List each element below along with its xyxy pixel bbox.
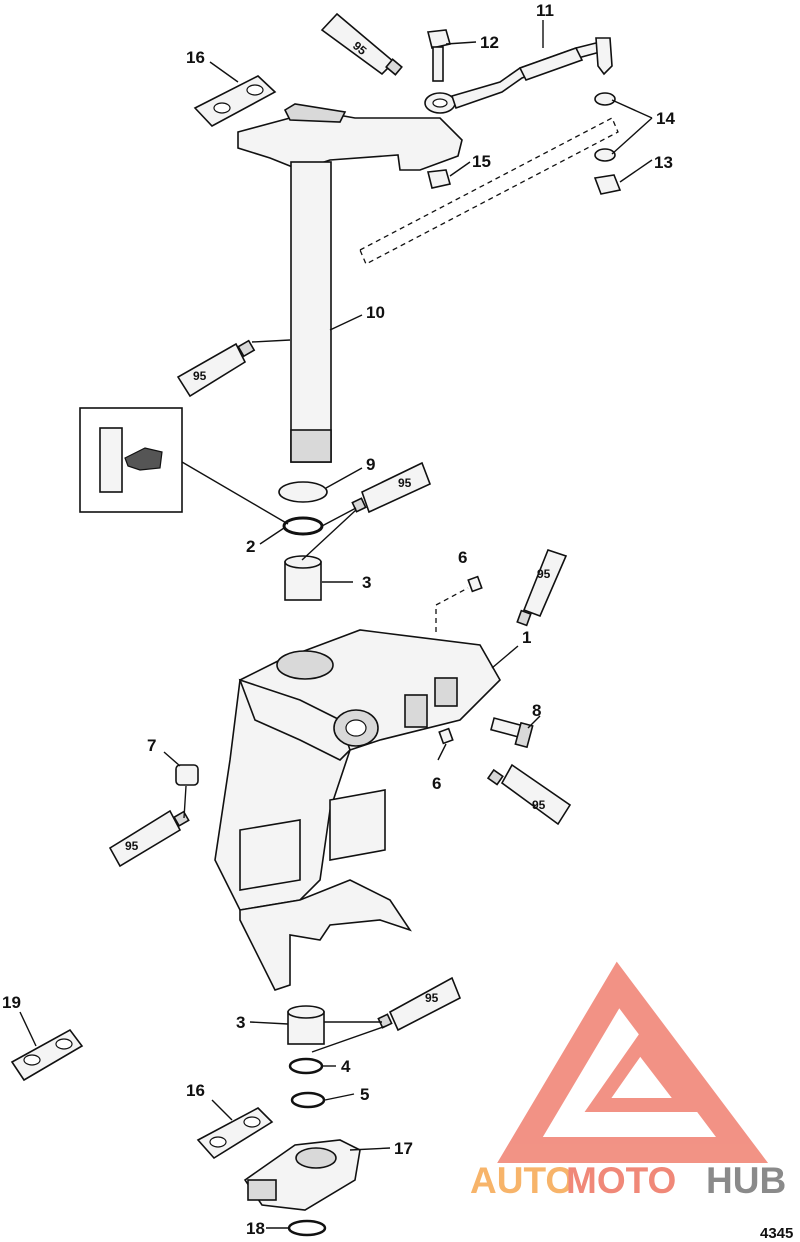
sealant-label: 95 bbox=[125, 839, 139, 853]
sealant-tube: 95 bbox=[351, 461, 432, 514]
plate bbox=[193, 75, 277, 127]
o-ring bbox=[287, 1219, 327, 1237]
sealant-label: 95 bbox=[532, 798, 546, 812]
callout-number: 3 bbox=[236, 1013, 245, 1032]
sealant-tube: 95 bbox=[516, 549, 568, 627]
callout-number: 4 bbox=[341, 1057, 351, 1076]
plate bbox=[196, 1107, 274, 1160]
sealant-label: 95 bbox=[537, 567, 551, 581]
o-ring bbox=[288, 1057, 324, 1075]
sealant-tube: 95 bbox=[377, 976, 462, 1032]
bolt bbox=[427, 29, 452, 82]
sealant-label: 95 bbox=[193, 369, 207, 383]
o-ring bbox=[282, 516, 324, 536]
sealant-label: 95 bbox=[398, 476, 412, 490]
callout-number: 2 bbox=[246, 537, 255, 556]
callout-number: 12 bbox=[480, 33, 499, 52]
callout-number: 1 bbox=[522, 628, 531, 647]
sealant-label: 95 bbox=[425, 991, 439, 1005]
lower-yoke bbox=[243, 1139, 361, 1211]
o-ring bbox=[290, 1091, 326, 1109]
callout-number: 18 bbox=[246, 1219, 265, 1238]
callout-number: 9 bbox=[366, 455, 375, 474]
grease-fitting bbox=[467, 575, 483, 593]
steering-shaft bbox=[290, 161, 332, 463]
steering-cable-outline bbox=[359, 117, 619, 265]
inset-detail bbox=[79, 407, 183, 513]
callout-number: 11 bbox=[536, 1, 554, 20]
washer bbox=[278, 481, 328, 503]
watermark-text-moto: MOTO bbox=[566, 1160, 676, 1201]
callout-number: 19 bbox=[2, 993, 21, 1012]
sealant-tube: 95 bbox=[486, 763, 572, 826]
bolt bbox=[490, 717, 534, 749]
bushing bbox=[287, 1005, 325, 1045]
callout-number: 7 bbox=[147, 736, 156, 755]
plate bbox=[10, 1028, 84, 1082]
callout-number: 8 bbox=[532, 701, 541, 720]
leader-dashed bbox=[435, 587, 469, 632]
watermark-logo bbox=[497, 961, 769, 1163]
callout-number: 6 bbox=[432, 774, 441, 793]
callout-number: 14 bbox=[656, 109, 675, 128]
callout-number: 15 bbox=[472, 152, 491, 171]
callout-number: 16 bbox=[186, 1081, 205, 1100]
washer bbox=[594, 148, 616, 162]
nut bbox=[593, 174, 622, 195]
watermark-text-auto: AUTO bbox=[470, 1160, 574, 1201]
callout-number: 6 bbox=[458, 548, 467, 567]
callout-number: 16 bbox=[186, 48, 205, 67]
washer bbox=[594, 92, 616, 106]
callout-number: 3 bbox=[362, 573, 371, 592]
steering-link-rod bbox=[424, 37, 613, 114]
sealant-tube: 95 bbox=[320, 12, 403, 76]
callout-number: 10 bbox=[366, 303, 385, 322]
callout-number: 17 bbox=[394, 1139, 413, 1158]
sealant-tube: 95 bbox=[108, 809, 190, 868]
leader-lines bbox=[19, 20, 653, 1229]
steering-arm bbox=[237, 103, 463, 171]
bushing bbox=[175, 764, 199, 786]
nut bbox=[427, 169, 452, 189]
callout-number: 5 bbox=[360, 1085, 369, 1104]
grease-fitting bbox=[438, 727, 454, 745]
callout-number: 13 bbox=[654, 153, 673, 172]
figure-number: 4345 bbox=[760, 1225, 793, 1242]
bushing bbox=[284, 555, 322, 601]
sealant-tube: 95 bbox=[176, 339, 256, 398]
swivel-bracket bbox=[214, 629, 501, 991]
watermark-text-hub: HUB bbox=[706, 1160, 786, 1201]
